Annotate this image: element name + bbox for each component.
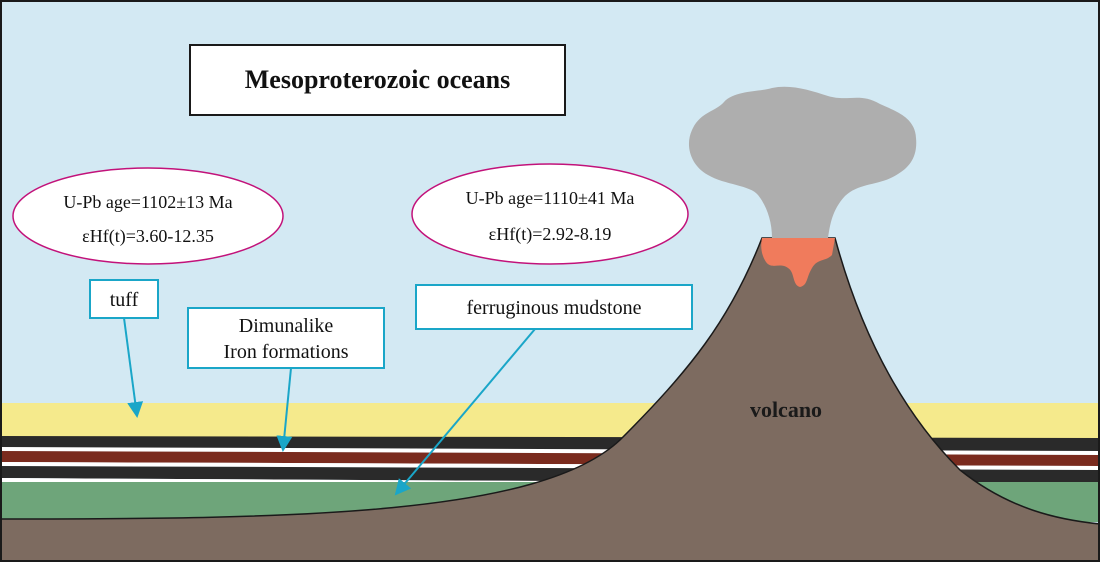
age-ellipse-right: [411, 163, 689, 265]
iron-formations-arrow: [276, 367, 293, 452]
iron-formations-label-box: [187, 307, 385, 369]
ash-plume: [688, 86, 917, 239]
magma-crater: [761, 238, 835, 287]
iron-formations-label-line2: Iron formations: [224, 341, 349, 363]
tuff-label: tuff: [110, 289, 139, 311]
volcano-label: volcano: [750, 397, 822, 422]
iron-formations-label-line1: Dimunalike: [239, 315, 334, 337]
ferruginous-mudstone-label-box: [415, 284, 693, 330]
ferruginous-mudstone-label: ferruginous mudstone: [467, 297, 642, 319]
title-box: [189, 44, 566, 116]
age-ellipse-left: [12, 167, 284, 265]
age-right-upb: U-Pb age=1110±41 Ma: [466, 188, 635, 208]
volcano-body: [0, 237, 1100, 563]
diagram-title: Mesoproterozoic oceans: [245, 65, 510, 94]
ferruginous-mudstone-arrow: [394, 328, 536, 496]
age-right-ehf: εHf(t)=2.92-8.19: [489, 224, 612, 245]
age-left-ehf: εHf(t)=3.60-12.35: [82, 226, 214, 247]
tuff-arrow: [123, 317, 144, 418]
tuff-label-box: [89, 279, 159, 319]
age-left-upb: U-Pb age=1102±13 Ma: [63, 192, 232, 212]
